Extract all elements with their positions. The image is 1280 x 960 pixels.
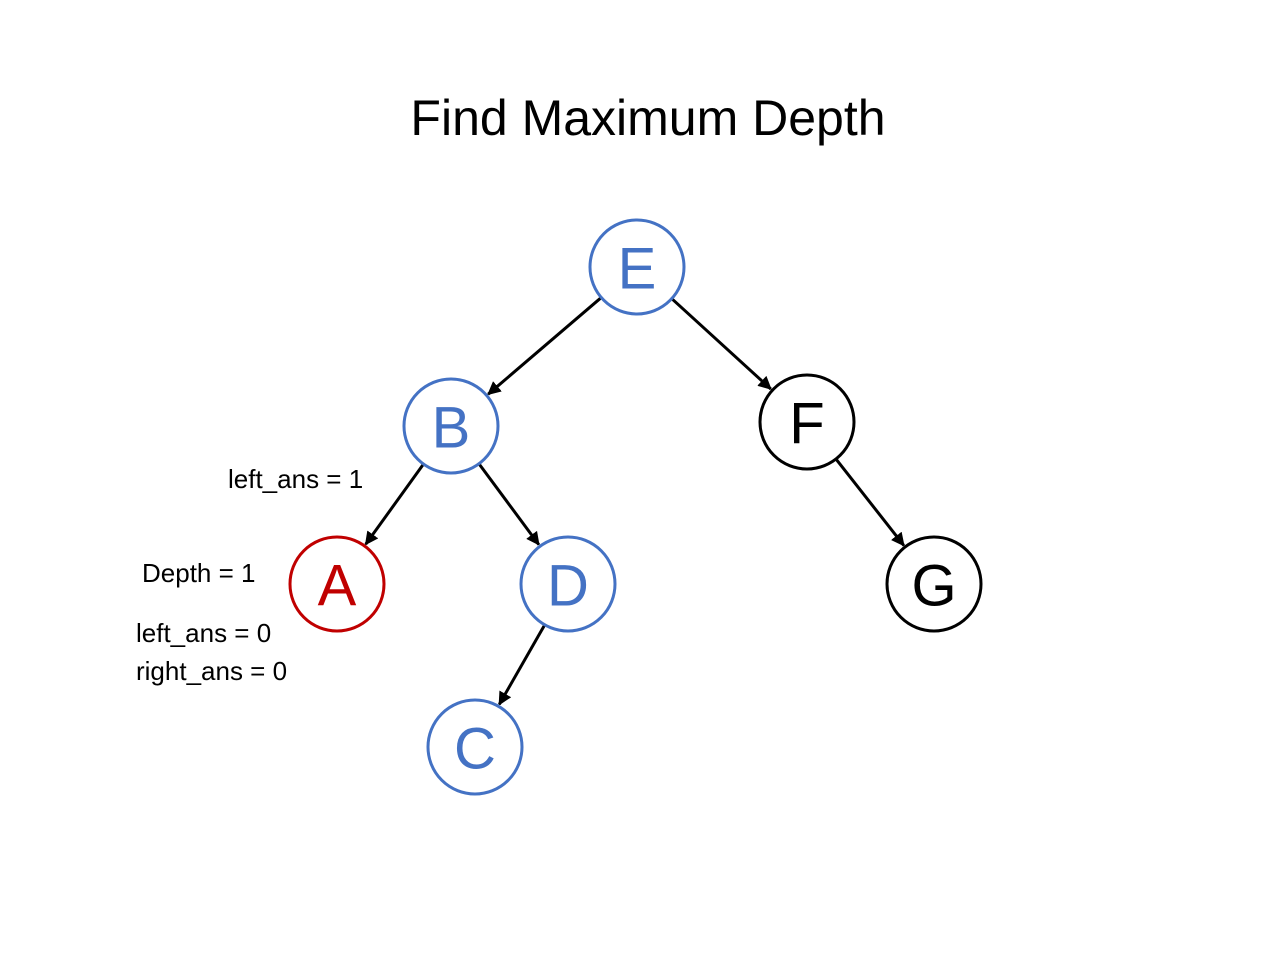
node-circle-c xyxy=(426,698,524,796)
annotation-a-right-ans: right_ans = 0 xyxy=(136,656,288,686)
node-c: C xyxy=(426,698,524,796)
node-label-b: B xyxy=(432,396,471,461)
edge-e-f xyxy=(671,298,772,391)
annotation-a-left-ans: left_ans = 0 xyxy=(136,618,272,648)
node-d: D xyxy=(519,535,617,633)
node-g: G xyxy=(885,535,983,633)
page-title: Find Maximum Depth xyxy=(410,90,886,146)
annotation-a-depth: Depth = 1 xyxy=(142,558,256,588)
edge-b-a xyxy=(364,464,425,546)
node-b: B xyxy=(402,377,500,475)
node-label-a: A xyxy=(318,554,357,619)
node-circle-f xyxy=(758,373,856,471)
node-label-e: E xyxy=(618,237,657,302)
node-circle-d xyxy=(519,535,617,633)
annotation-b-left-ans: left_ans = 1 xyxy=(228,464,364,494)
node-e: E xyxy=(588,218,686,316)
node-circle-b xyxy=(402,377,500,475)
node-label-d: D xyxy=(547,554,589,619)
node-label-g: G xyxy=(911,554,956,619)
node-label-f: F xyxy=(789,392,824,457)
node-label-c: C xyxy=(454,717,496,782)
edge-b-d xyxy=(478,463,541,546)
node-circle-e xyxy=(588,218,686,316)
tree-edges xyxy=(364,297,905,706)
node-f: F xyxy=(758,373,856,471)
edge-d-c xyxy=(497,624,546,706)
tree-nodes: E B F A D G C xyxy=(288,218,983,796)
node-a: A xyxy=(288,535,386,633)
node-circle-g xyxy=(885,535,983,633)
edge-e-b xyxy=(487,297,602,396)
edge-f-g xyxy=(835,458,905,547)
node-circle-a xyxy=(288,535,386,633)
